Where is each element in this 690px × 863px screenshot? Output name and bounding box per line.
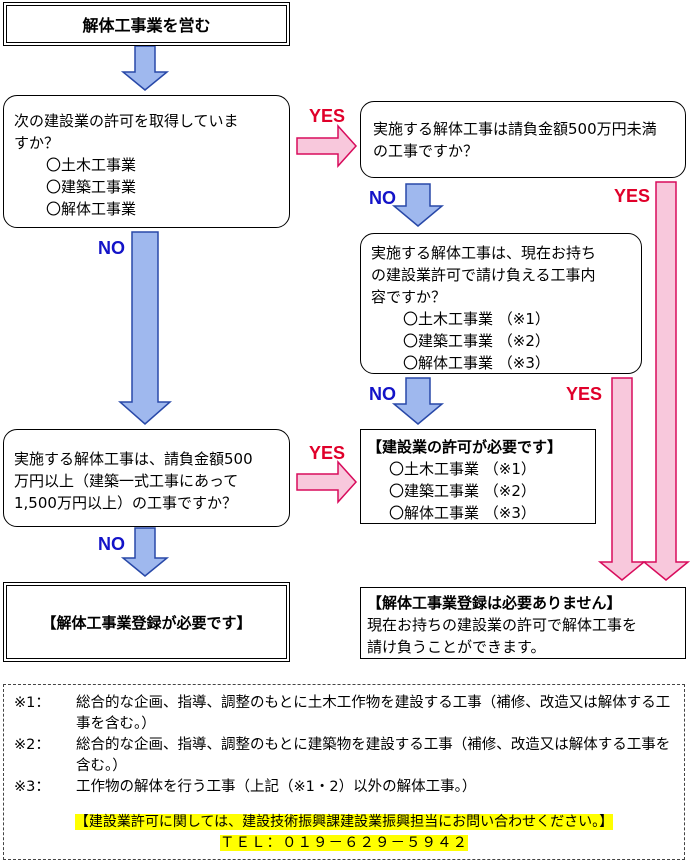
contact-block: 【建設業許可に関しては、建設技術振興課建設業振興担当にお問い合わせください。】 … — [14, 812, 674, 854]
yes-label-q3: YES — [566, 384, 603, 404]
not-required-line-2: 請け負うことができます。 — [367, 638, 546, 656]
q1-line-2: すか？ — [14, 134, 60, 152]
result-registration-required: 【解体工事業登録が必要です】 — [3, 582, 290, 662]
question-permit-held: 次の建設業の許可を取得していま すか？ 〇土木工事業 〇建築工事業 〇解体工事業 — [3, 95, 290, 228]
q3-line-1: 実施する解体工事は、現在お持ち — [371, 244, 597, 262]
arrow-down-q2-to-q3 — [391, 183, 445, 227]
q1-line-1: 次の建設業の許可を取得していま — [14, 112, 239, 130]
arrow-right-q1-to-q2 — [296, 124, 358, 168]
arrow-down-q4-to-register — [120, 527, 170, 577]
start-title: 解体工事業を営む — [82, 16, 211, 35]
no-label-q1: NO — [98, 238, 125, 258]
permit-required-title: 【建設業の許可が必要です】 — [367, 438, 563, 456]
arrow-down-q1-to-q4 — [118, 231, 172, 425]
contact-phone: ＴＥＬ：０１９－６２９－５９４２ — [220, 835, 468, 851]
footnote-3: ※3： 工作物の解体を行う工事（上記（※1・2）以外の解体工事。） — [14, 777, 674, 798]
arrow-down-q3-yes-to-none — [597, 377, 647, 581]
footnote-1: ※1： 総合的な企画、指導、調整のもとに土木工作物を建設する工事（補修、改造又は… — [14, 693, 674, 735]
footnote-1-text: 総合的な企画、指導、調整のもとに土木工作物を建設する工事（補修、改造又は解体する… — [76, 695, 671, 732]
q3-item-building: 〇建築工事業 （※2） — [403, 332, 550, 350]
yes-label-q1: YES — [309, 106, 346, 126]
yes-label-q4: YES — [309, 443, 346, 463]
question-over-5m: 実施する解体工事は、請負金額500 万円以上（建築一式工事にあって 1,500万… — [3, 429, 290, 527]
contact-line-1: 【建設業許可に関しては、建設技術振興課建設業振興担当にお問い合わせください。】 — [74, 814, 614, 830]
result-registration-not-required: 【解体工事業登録は必要ありません】 現在お持ちの建設業の許可で解体工事を 請け負… — [360, 587, 686, 659]
q3-line-2: の建設業許可で請け負える工事内 — [371, 266, 596, 284]
result-permit-required: 【建設業の許可が必要です】 〇土木工事業 （※1） 〇建築工事業 （※2） 〇解… — [360, 429, 596, 524]
permit-item-demolition: 〇解体工事業 （※3） — [389, 504, 536, 522]
q2-line-2: の工事ですか？ — [373, 142, 479, 160]
no-label-q3: NO — [369, 384, 396, 404]
footnote-3-text: 工作物の解体を行う工事（上記（※1・2）以外の解体工事。） — [76, 779, 477, 795]
q1-item-demolition: 〇解体工事業 — [46, 200, 137, 218]
q2-line-1: 実施する解体工事は請負金額500万円未満 — [373, 120, 657, 138]
registration-required-title: 【解体工事業登録が必要です】 — [41, 613, 252, 632]
q4-line-2: 万円以上（建築一式工事にあって — [14, 472, 239, 490]
footnote-3-key: ※3： — [14, 779, 50, 795]
question-under-5m: 実施する解体工事は請負金額500万円未満 の工事ですか？ — [360, 101, 686, 178]
q4-line-3: 1,500万円以上）の工事ですか？ — [14, 494, 237, 512]
arrow-down-q2-yes-to-none — [641, 181, 690, 581]
permit-item-building: 〇建築工事業 （※2） — [389, 482, 536, 500]
footnote-1-key: ※1： — [14, 695, 50, 711]
q3-item-civil: 〇土木工事業 （※1） — [403, 310, 550, 328]
q3-line-3: 容ですか？ — [371, 288, 447, 306]
footnotes-box: ※1： 総合的な企画、指導、調整のもとに土木工作物を建設する工事（補修、改造又は… — [3, 684, 685, 860]
q3-item-demolition: 〇解体工事業 （※3） — [403, 354, 550, 372]
footnote-2-text: 総合的な企画、指導、調整のもとに建築物を建設する工事（補修、改造又は解体する工事… — [76, 737, 671, 774]
q1-item-civil: 〇土木工事業 — [46, 156, 137, 174]
arrow-right-q4-to-permit — [296, 460, 358, 504]
start-box: 解体工事業を営む — [3, 2, 290, 46]
arrow-down-start-to-q1 — [120, 45, 170, 91]
no-label-q2: NO — [369, 188, 396, 208]
q1-item-building: 〇建築工事業 — [46, 178, 137, 196]
not-required-title: 【解体工事業登録は必要ありません】 — [367, 594, 622, 612]
q4-line-1: 実施する解体工事は、請負金額500 — [14, 450, 253, 468]
yes-label-q2: YES — [614, 186, 651, 206]
arrow-down-q3-to-permit — [391, 377, 445, 425]
footnote-2: ※2： 総合的な企画、指導、調整のもとに建築物を建設する工事（補修、改造又は解体… — [14, 735, 674, 777]
permit-item-civil: 〇土木工事業 （※1） — [389, 460, 536, 478]
no-label-q4: NO — [98, 534, 125, 554]
question-covered-by-permit: 実施する解体工事は、現在お持ち の建設業許可で請け負える工事内 容ですか？ 〇土… — [360, 233, 642, 374]
not-required-line-1: 現在お持ちの建設業の許可で解体工事を — [367, 616, 638, 634]
footnote-2-key: ※2： — [14, 737, 50, 753]
